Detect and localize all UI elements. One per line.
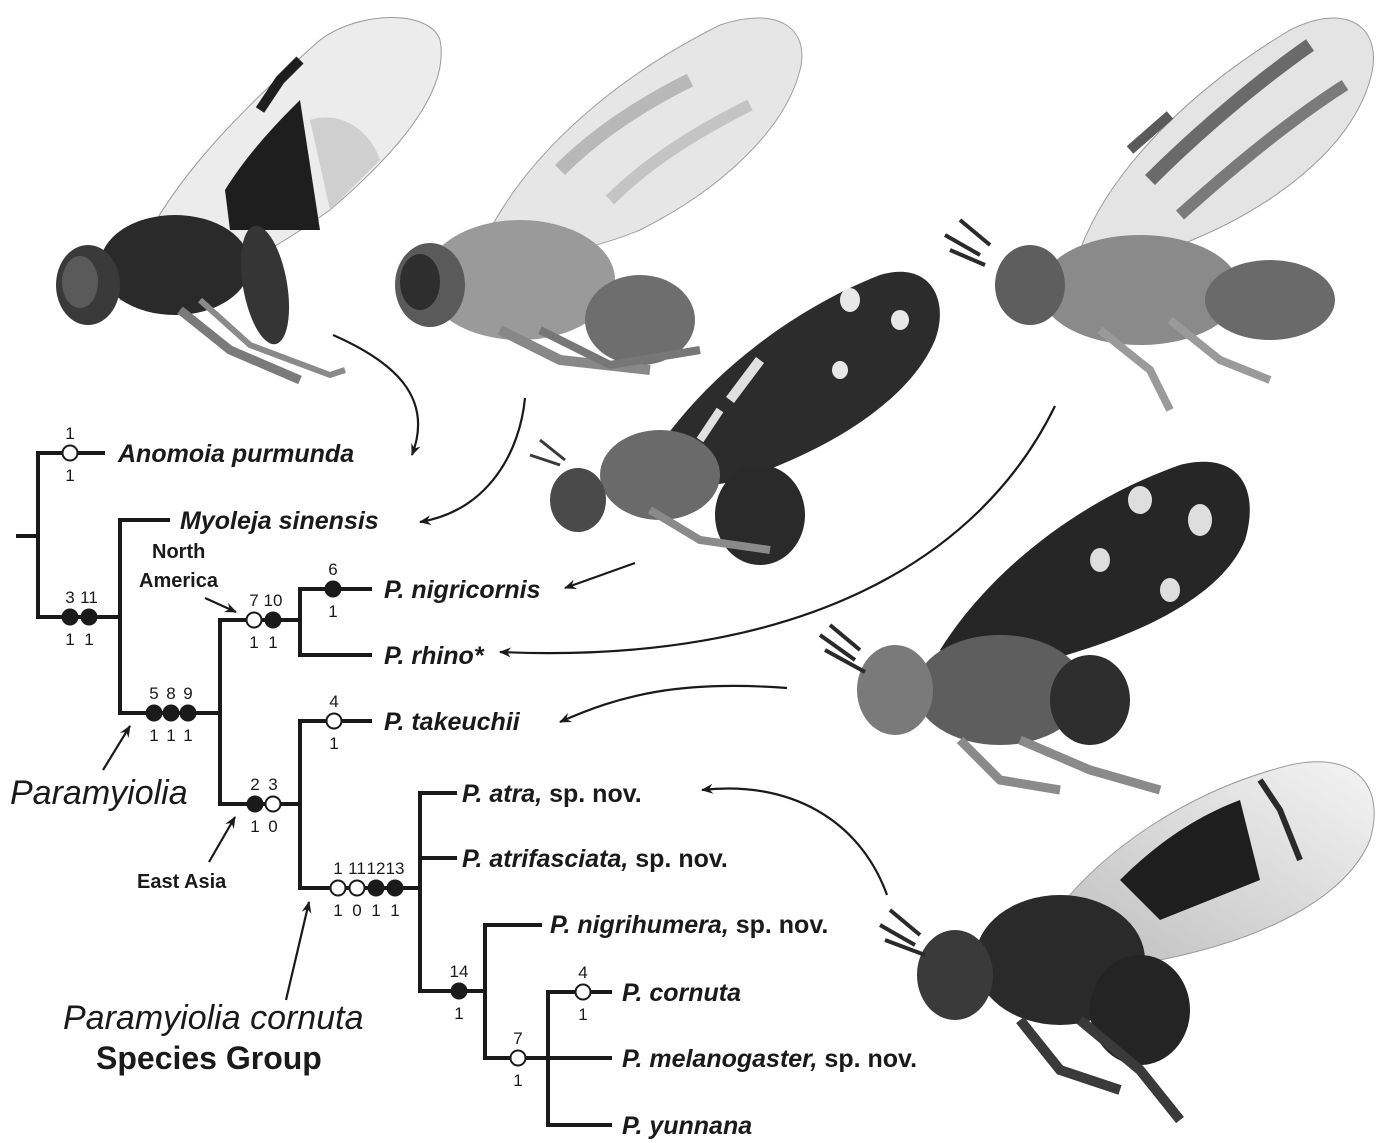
fly-photo-myoleja <box>395 18 802 370</box>
character-circle-stem_ingroup-1 <box>82 610 97 625</box>
fly-photo-atra <box>880 762 1374 1120</box>
character-number-takeuchii-0: 4 <box>329 692 338 711</box>
character-number-cornuta_group-3: 13 <box>386 859 405 878</box>
character-state-cornuta_group-1: 0 <box>352 901 361 920</box>
character-number-clade7-0: 7 <box>513 1029 522 1048</box>
character-number-nigricornis-0: 6 <box>328 560 337 579</box>
arrow-cornuta-group <box>286 902 309 1000</box>
character-circle-cornuta_group-1 <box>350 881 365 896</box>
character-number-cornuta_group-1: 11 <box>348 859 366 878</box>
character-state-clade7-0: 1 <box>513 1071 522 1090</box>
arrow-photo-atra <box>702 788 887 895</box>
taxon-anomoia-purmunda: Anomoia purmunda <box>117 440 354 468</box>
arrow-north-america <box>205 598 236 612</box>
character-state-paramyiolia-1: 1 <box>166 726 175 745</box>
character-state-clade14-0: 1 <box>454 1004 463 1023</box>
character-circle-cornuta-0 <box>576 985 591 1000</box>
character-circle-paramyiolia-2 <box>181 706 196 721</box>
region-east-asia: East Asia <box>137 871 227 893</box>
fly-photo-takeuchii <box>820 462 1250 790</box>
character-state-cornuta_group-2: 1 <box>371 901 380 920</box>
character-state-cornuta_group-3: 1 <box>390 901 399 920</box>
taxon-p-nigricornis: P. nigricornis <box>384 576 541 604</box>
character-state-stem_ingroup-1: 1 <box>84 630 93 649</box>
arrow-paramyiolia <box>103 726 130 770</box>
character-number-east_asia-0: 2 <box>250 775 259 794</box>
character-circle-cornuta_group-3 <box>388 881 403 896</box>
character-state-north_america-1: 1 <box>268 633 277 652</box>
character-number-clade14-0: 14 <box>450 962 469 981</box>
character-state-paramyiolia-2: 1 <box>183 726 192 745</box>
taxon-p-atra: P. atra, sp. nov. <box>462 780 642 808</box>
character-state-east_asia-1: 0 <box>268 817 277 836</box>
taxon-p-takeuchii: P. takeuchii <box>384 708 521 736</box>
character-state-anomoia-0: 1 <box>65 466 74 485</box>
character-circle-north_america-1 <box>266 613 281 628</box>
character-circle-cornuta_group-2 <box>369 881 384 896</box>
character-number-stem_ingroup-0: 3 <box>65 588 74 607</box>
taxon-p-yunnana: P. yunnana <box>622 1112 752 1140</box>
character-circle-east_asia-0 <box>248 797 263 812</box>
character-circle-clade14-0 <box>452 984 467 999</box>
region-north-america-line2: America <box>139 570 219 592</box>
clade-label-paramyiolia: Paramyiolia <box>10 774 188 812</box>
character-circle-paramyiolia-0 <box>147 706 162 721</box>
clade-label-species-group: Species Group <box>96 1040 322 1076</box>
character-circle-anomoia-0 <box>63 446 78 461</box>
taxon-p-nigrihumera: P. nigrihumera, sp. nov. <box>550 911 828 939</box>
character-circle-stem_ingroup-0 <box>63 610 78 625</box>
arrow-photo-anomoia <box>333 335 418 455</box>
character-circle-paramyiolia-1 <box>164 706 179 721</box>
character-state-takeuchii-0: 1 <box>329 734 338 753</box>
character-circle-nigricornis-0 <box>326 582 341 597</box>
taxon-p-rhino: P. rhino* <box>384 642 485 670</box>
character-circle-clade7-0 <box>511 1051 526 1066</box>
character-number-cornuta_group-2: 12 <box>367 859 386 878</box>
taxon-p-atrifasciata: P. atrifasciata, sp. nov. <box>462 845 728 873</box>
taxon-myoleja-sinensis: Myoleja sinensis <box>180 507 379 535</box>
character-circle-east_asia-1 <box>266 797 281 812</box>
character-circle-north_america-0 <box>247 613 262 628</box>
character-state-east_asia-0: 1 <box>250 817 259 836</box>
arrow-photo-takeuchii <box>560 686 787 722</box>
character-state-paramyiolia-0: 1 <box>149 726 158 745</box>
fly-photo-anomoia <box>56 18 441 381</box>
character-circle-takeuchii-0 <box>327 714 342 729</box>
character-number-east_asia-1: 3 <box>268 775 277 794</box>
character-number-paramyiolia-0: 5 <box>149 684 158 703</box>
character-state-cornuta-0: 1 <box>578 1005 587 1024</box>
character-state-stem_ingroup-0: 1 <box>65 630 74 649</box>
character-number-anomoia-0: 1 <box>65 424 74 443</box>
character-number-cornuta-0: 4 <box>578 963 587 982</box>
arrow-photo-myoleja <box>420 398 525 522</box>
fly-photo-rhino <box>945 18 1373 410</box>
character-state-cornuta_group-0: 1 <box>333 901 342 920</box>
character-number-cornuta_group-0: 1 <box>333 859 342 878</box>
character-number-north_america-1: 10 <box>264 591 283 610</box>
arrow-photo-nigricornis <box>565 563 635 588</box>
taxon-p-melanogaster: P. melanogaster, sp. nov. <box>622 1045 917 1073</box>
arrow-east-asia <box>209 817 235 862</box>
character-circle-cornuta_group-0 <box>331 881 346 896</box>
character-state-nigricornis-0: 1 <box>328 602 337 621</box>
clade-label-group-name: Paramyiolia cornuta <box>63 999 363 1037</box>
character-number-paramyiolia-1: 8 <box>166 684 175 703</box>
region-north-america-line1: North <box>152 541 205 563</box>
character-state-north_america-0: 1 <box>249 633 258 652</box>
character-number-paramyiolia-2: 9 <box>183 684 192 703</box>
taxon-p-cornuta: P. cornuta <box>622 979 741 1007</box>
character-number-north_america-0: 7 <box>249 591 258 610</box>
character-number-stem_ingroup-1: 11 <box>80 588 98 607</box>
